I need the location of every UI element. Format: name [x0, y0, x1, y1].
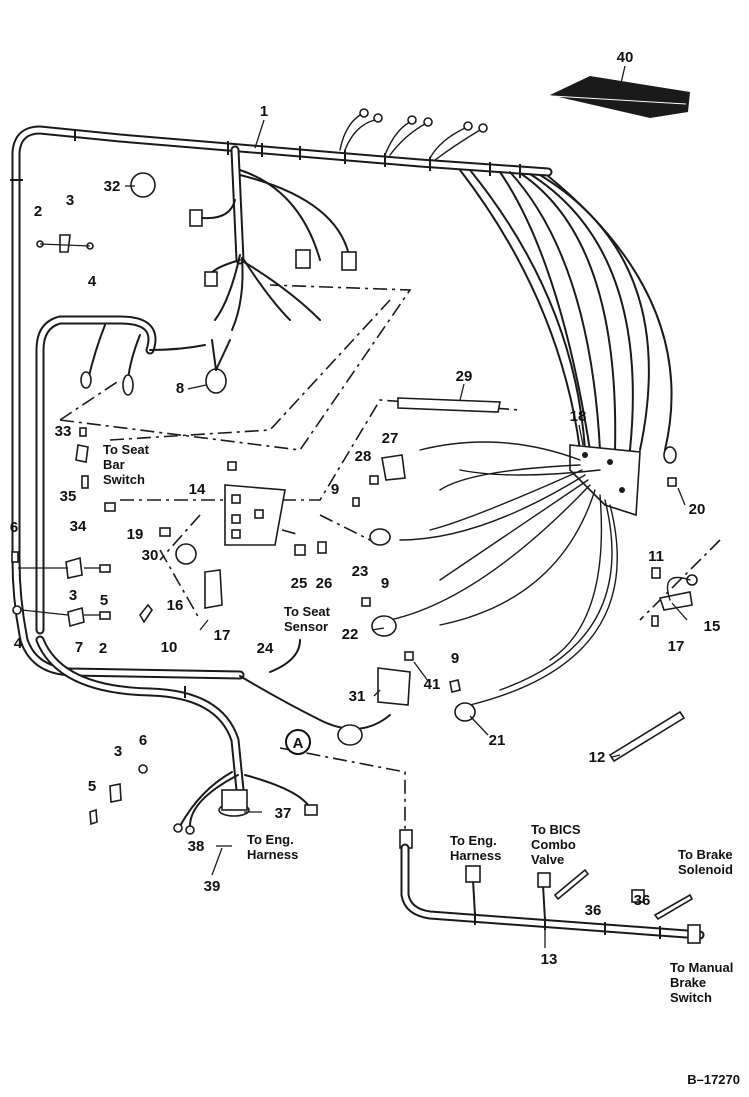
callout-number-17: 17	[214, 627, 231, 644]
note-manual-brake-switch: To Manual Brake Switch	[670, 960, 737, 1005]
small-hardware	[11, 172, 327, 631]
note-eng-harness-right: To Eng. Harness	[450, 833, 501, 863]
callout-number-8: 8	[176, 380, 184, 397]
callout-number-11: 11	[648, 548, 664, 565]
callout-numbers: 1223334455667899910111213141516171718192…	[10, 49, 721, 968]
callout-number-37: 37	[275, 805, 292, 822]
seat-bar-branch	[35, 315, 206, 635]
right-components	[239, 397, 698, 763]
note-eng-harness-left: To Eng. Harness	[247, 832, 298, 862]
callout-number-12: 12	[589, 749, 606, 766]
component-leads	[389, 441, 618, 706]
callout-number-30: 30	[142, 547, 159, 564]
connector-plug	[295, 249, 311, 269]
note-seat-sensor: To Seat Sensor	[284, 604, 334, 634]
note-bics-valve: To BICS Combo Valve	[531, 822, 584, 867]
callout-number-29: 29	[456, 368, 473, 385]
connector-plug	[341, 251, 357, 271]
callout-number-21: 21	[489, 732, 506, 749]
callout-number-9: 9	[451, 650, 459, 667]
callout-circle	[285, 729, 311, 755]
leader-lines	[125, 65, 688, 948]
connector-plug	[189, 209, 203, 227]
callout-number-5: 5	[88, 778, 96, 795]
callout-number-36: 36	[585, 902, 602, 919]
callout-number-39: 39	[204, 878, 221, 895]
callout-number-2: 2	[99, 640, 107, 657]
callout-number-5: 5	[100, 592, 108, 609]
callout-number-18: 18	[570, 408, 587, 425]
callout-number-23: 23	[352, 563, 369, 580]
engine-harness-connector	[173, 771, 318, 835]
callout-number-28: 28	[355, 448, 372, 465]
callout-number-2: 2	[34, 203, 42, 220]
callout-number-20: 20	[689, 501, 706, 518]
callout-number-22: 22	[342, 626, 359, 643]
callout-number-3: 3	[66, 192, 74, 209]
wiring-strip	[397, 397, 501, 413]
main-harness	[10, 125, 553, 795]
figure-reference: B–17270	[687, 1072, 740, 1087]
callout-number-3: 3	[69, 587, 77, 604]
destination-notes: To Seat Bar Switch To Seat Sensor To Eng…	[103, 442, 737, 1005]
callout-number-36: 36	[634, 892, 651, 909]
cab-branch	[189, 145, 357, 394]
connector-plug	[204, 271, 218, 287]
callout-circle-letter: A	[293, 735, 304, 752]
callout-number-33: 33	[55, 423, 72, 440]
callout-number-35: 35	[60, 488, 77, 505]
note-brake-solenoid: To Brake Solenoid	[678, 847, 736, 877]
cable-tie	[608, 710, 686, 763]
callout-number-10: 10	[161, 639, 178, 656]
rear-harness	[399, 829, 705, 944]
callout-number-3: 3	[114, 743, 122, 760]
lower-left-hardware	[89, 764, 148, 826]
callout-number-26: 26	[316, 575, 333, 592]
callout-number-38: 38	[188, 838, 205, 855]
control-panel-bracket	[224, 461, 286, 546]
callout-number-4: 4	[14, 635, 23, 652]
callout-number-15: 15	[704, 618, 721, 635]
callout-number-16: 16	[167, 597, 184, 614]
callout-number-4: 4	[88, 273, 97, 290]
callout-number-14: 14	[189, 481, 206, 498]
callout-number-31: 31	[349, 688, 366, 705]
note-seat-bar-switch: To Seat Bar Switch	[103, 442, 153, 487]
callout-number-24: 24	[257, 640, 274, 657]
callout-number-7: 7	[75, 639, 83, 656]
switch-connector	[205, 368, 227, 394]
rear-wire-bundle	[459, 169, 677, 464]
callout-number-27: 27	[382, 430, 399, 447]
callout-number-1: 1	[260, 103, 268, 120]
callout-number-9: 9	[331, 481, 339, 498]
callout-number-34: 34	[70, 518, 87, 535]
seat-sensor-module	[377, 667, 411, 706]
grommet	[175, 543, 197, 565]
callout-number-25: 25	[291, 575, 308, 592]
callout-number-6: 6	[10, 519, 18, 536]
callout-number-13: 13	[541, 951, 558, 968]
pad-stripe	[551, 95, 687, 105]
callout-number-6: 6	[139, 732, 147, 749]
ring-terminal-leads	[339, 108, 488, 161]
cab-pad	[550, 76, 690, 118]
callout-number-17: 17	[668, 638, 685, 655]
relay-connector	[381, 454, 406, 481]
harness-bracket	[569, 444, 641, 517]
callout-number-32: 32	[104, 178, 121, 195]
callout-number-9: 9	[381, 575, 389, 592]
callout-number-40: 40	[617, 49, 634, 66]
callout-number-19: 19	[127, 526, 144, 543]
